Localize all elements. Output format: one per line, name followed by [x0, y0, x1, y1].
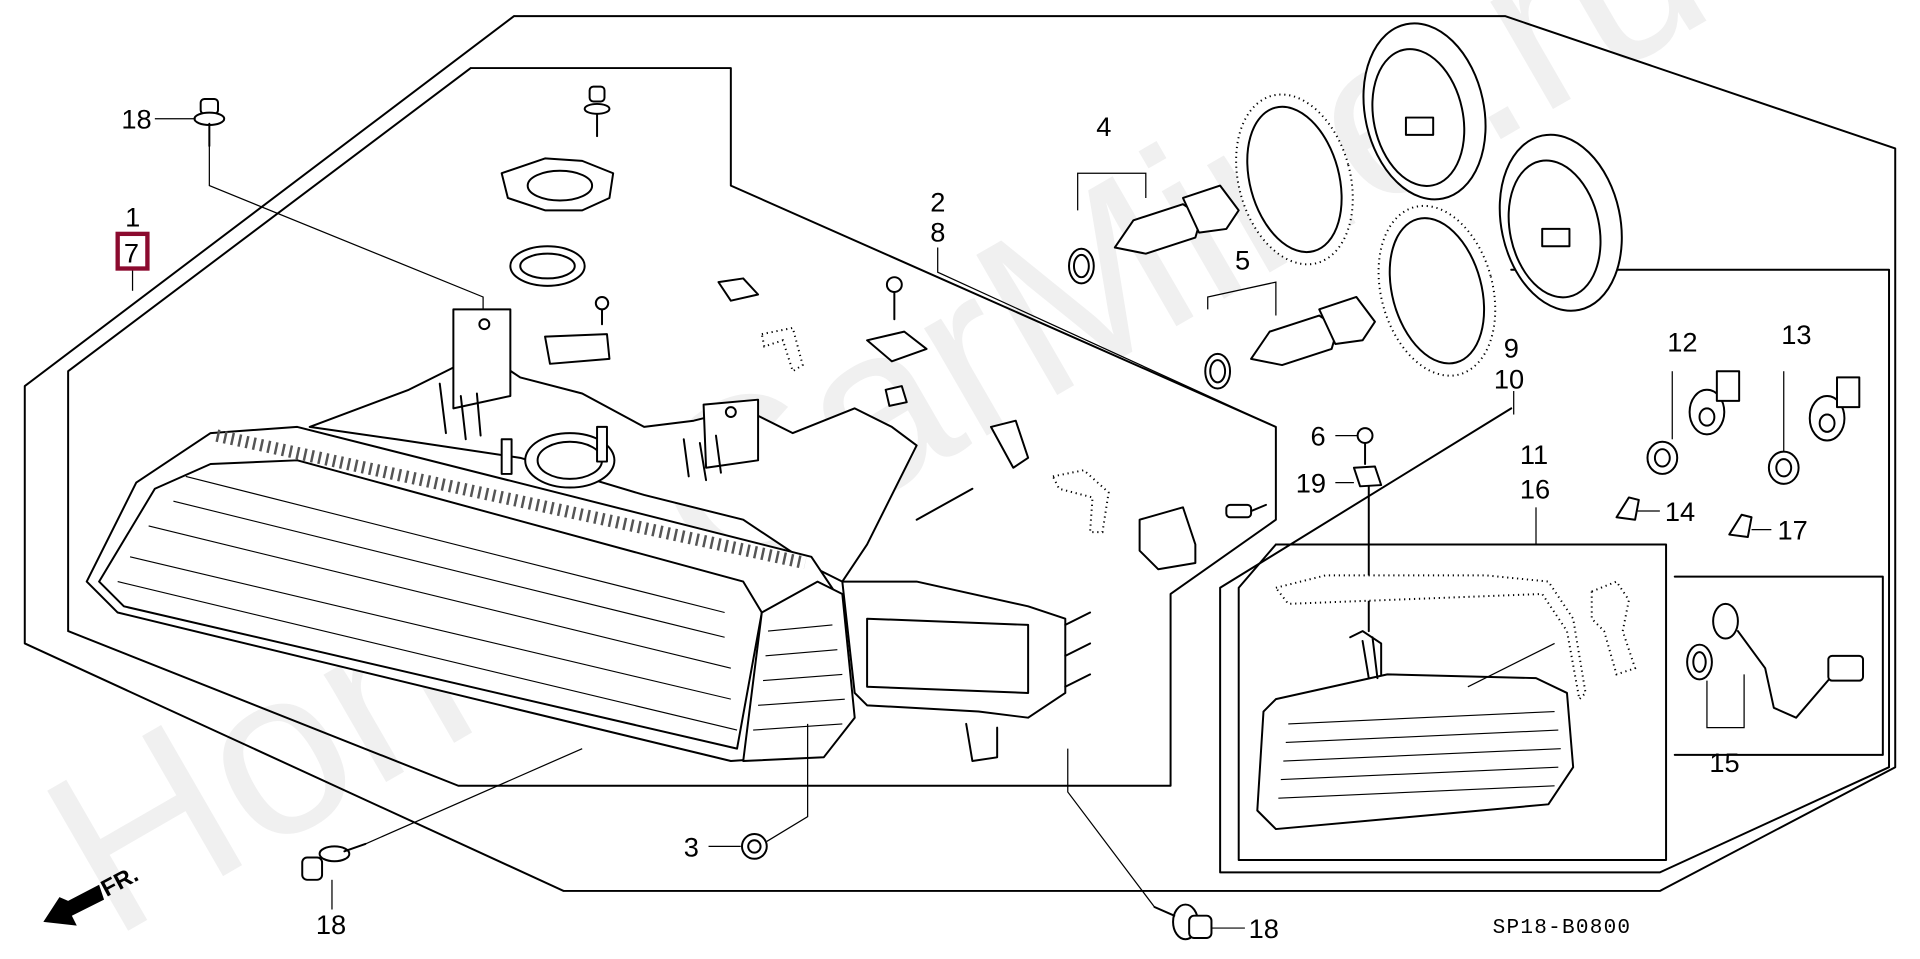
cap-1[interactable]: [1348, 12, 1501, 211]
side-lamp-parts: [1256, 370, 1865, 831]
callout-7[interactable]: 7: [124, 237, 139, 268]
callout-13[interactable]: 13: [1781, 319, 1811, 350]
bolt-18-top[interactable]: [193, 98, 226, 148]
callout-16[interactable]: 16: [1520, 474, 1550, 505]
cap-2[interactable]: [1484, 123, 1637, 322]
callout-2[interactable]: 2: [930, 187, 945, 218]
callout-12[interactable]: 12: [1667, 326, 1697, 357]
socket-15[interactable]: [1712, 602, 1865, 719]
bracket-clip[interactable]: [989, 419, 1030, 469]
bulb-17[interactable]: [1728, 513, 1753, 539]
clip[interactable]: [717, 277, 760, 302]
bulb-group: [1068, 12, 1637, 390]
callout-5[interactable]: 5: [1235, 245, 1250, 276]
connector[interactable]: [544, 333, 611, 365]
callout-15[interactable]: 15: [1709, 747, 1739, 778]
callout-1[interactable]: 1: [125, 201, 140, 232]
lens-ribs: [117, 475, 738, 731]
callout-10[interactable]: 10: [1494, 364, 1524, 395]
bulb-14[interactable]: [1615, 496, 1640, 521]
outer-frame: [23, 15, 1897, 892]
housing-frame: [67, 67, 1277, 787]
socket-frame: [1673, 575, 1884, 756]
arrow-left-icon: [43, 884, 105, 926]
housing-parts: [500, 85, 1267, 571]
seal-strip[interactable]: [1274, 574, 1587, 702]
callout-18-top[interactable]: 18: [121, 104, 151, 135]
bolt-18-bottom-left[interactable]: [301, 842, 367, 881]
leader-lines: [131, 118, 1785, 929]
hose[interactable]: [760, 326, 804, 373]
bolt-small[interactable]: [1225, 503, 1267, 519]
callout-9[interactable]: 9: [1504, 333, 1519, 364]
diagram-code: SP18-B0800: [1493, 916, 1632, 940]
callout-8[interactable]: 8: [930, 216, 945, 247]
callout-18-bottom-right[interactable]: 18: [1249, 913, 1279, 944]
screw-top[interactable]: [583, 85, 611, 138]
callout-11[interactable]: 11: [1520, 439, 1548, 470]
socket-12[interactable]: [1688, 370, 1741, 436]
clip-19[interactable]: [1352, 465, 1383, 488]
socket-13[interactable]: [1808, 376, 1861, 442]
bolt-18-bottom-right[interactable]: [1153, 903, 1213, 941]
nut-3[interactable]: [740, 833, 768, 860]
callout-6[interactable]: 6: [1311, 420, 1326, 451]
side-marker-lens[interactable]: [1256, 673, 1575, 831]
side-socket[interactable]: [1590, 580, 1637, 676]
callout-14[interactable]: 14: [1665, 496, 1695, 527]
bracket[interactable]: [1138, 506, 1197, 571]
highlight-box-7[interactable]: [115, 231, 150, 271]
screw-mid[interactable]: [885, 276, 903, 321]
callouts: 18 1 7 2 8 4 5 6 19 9 10 11 16 12 13 14 …: [115, 104, 1812, 944]
callout-18-bottom-left[interactable]: 18: [316, 909, 346, 940]
hose-small[interactable]: [1051, 469, 1110, 534]
callout-3[interactable]: 3: [684, 831, 699, 862]
callout-19[interactable]: 19: [1296, 468, 1326, 499]
bulb-5[interactable]: [1250, 295, 1376, 367]
screw-6[interactable]: [1356, 427, 1374, 444]
callout-17[interactable]: 17: [1778, 515, 1808, 546]
clip-nut[interactable]: [884, 385, 908, 407]
side-lamp-frame: [1237, 543, 1668, 861]
nut-clip[interactable]: [866, 330, 928, 363]
headlight-housing[interactable]: [85, 308, 1092, 763]
bulb-4[interactable]: [1113, 184, 1240, 255]
side-lamp-outer-frame: [1219, 268, 1891, 874]
callout-4[interactable]: 4: [1096, 111, 1111, 142]
